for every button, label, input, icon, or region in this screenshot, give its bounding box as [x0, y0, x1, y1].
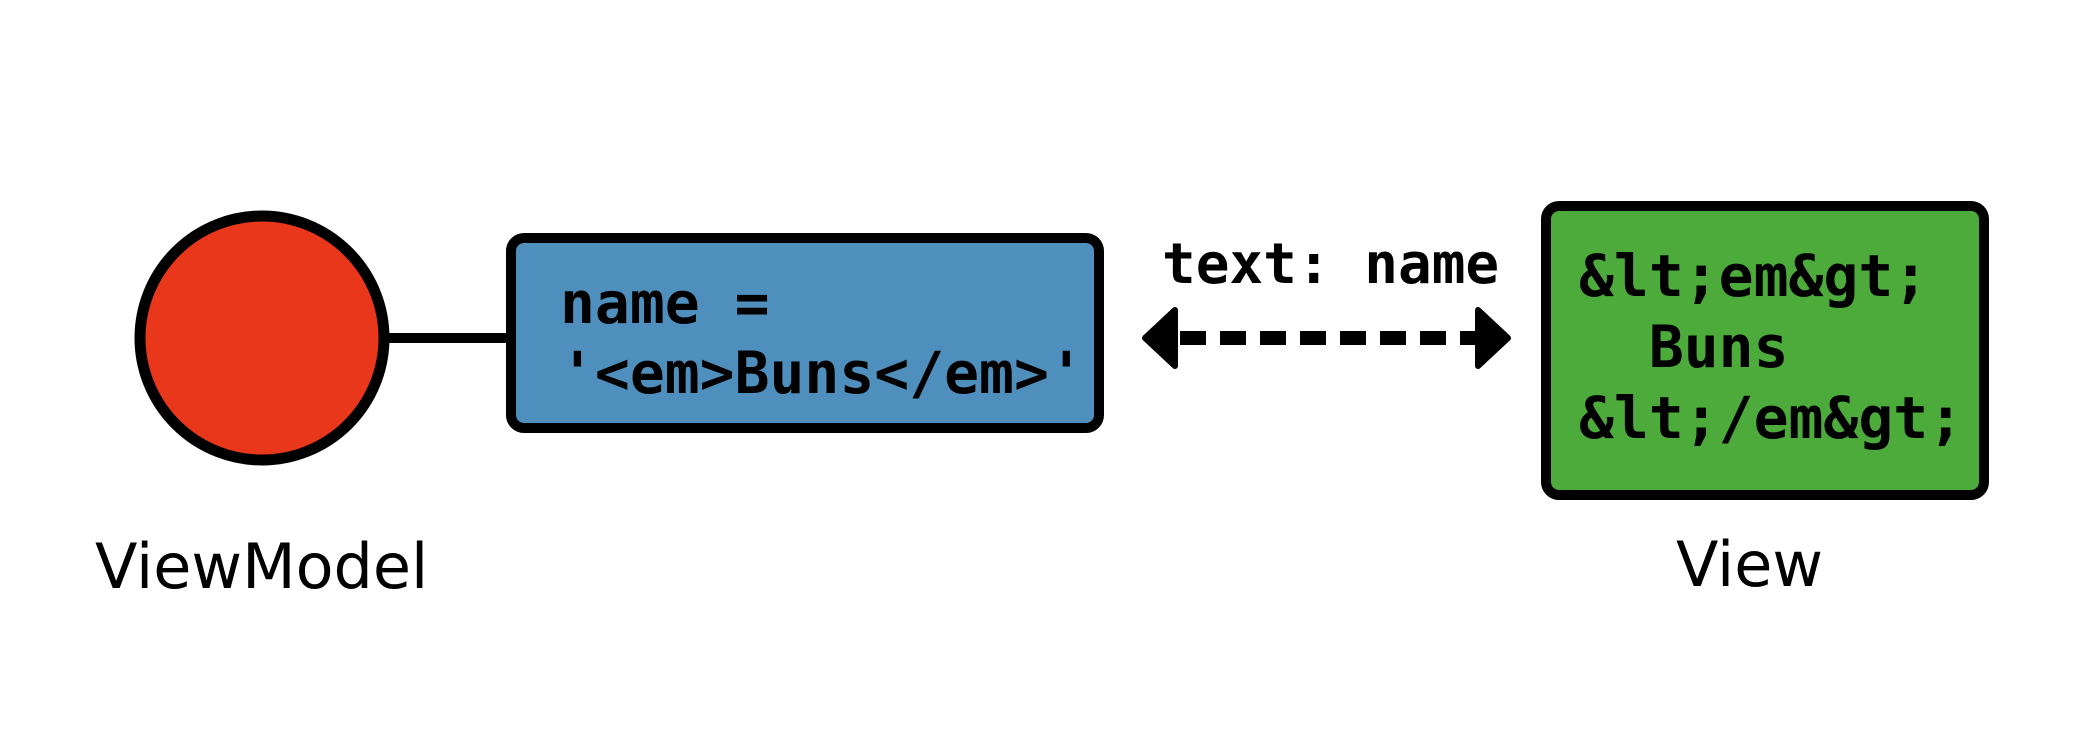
- viewmodel-code-line-2: '<em>Buns</em>': [560, 339, 1084, 407]
- viewmodel-label: ViewModel: [95, 530, 429, 603]
- arrowhead-left-icon: [1142, 307, 1178, 369]
- binding-label: text: name: [1162, 232, 1500, 297]
- view-code-line-2: Buns: [1579, 313, 1789, 381]
- viewmodel-box: name = '<em>Buns</em>': [506, 233, 1104, 433]
- view-box: &lt;em&gt; Buns &lt;/em&gt;: [1541, 201, 1989, 500]
- viewmodel-code-line-1: name =: [560, 269, 770, 337]
- view-label: View: [1676, 528, 1824, 601]
- two-way-binding-arrow: [1142, 307, 1511, 369]
- view-code-line-3: &lt;/em&gt;: [1579, 384, 1964, 452]
- viewmodel-circle: [134, 210, 390, 466]
- view-code-line-1: &lt;em&gt;: [1579, 242, 1929, 310]
- arrowhead-right-icon: [1475, 307, 1511, 369]
